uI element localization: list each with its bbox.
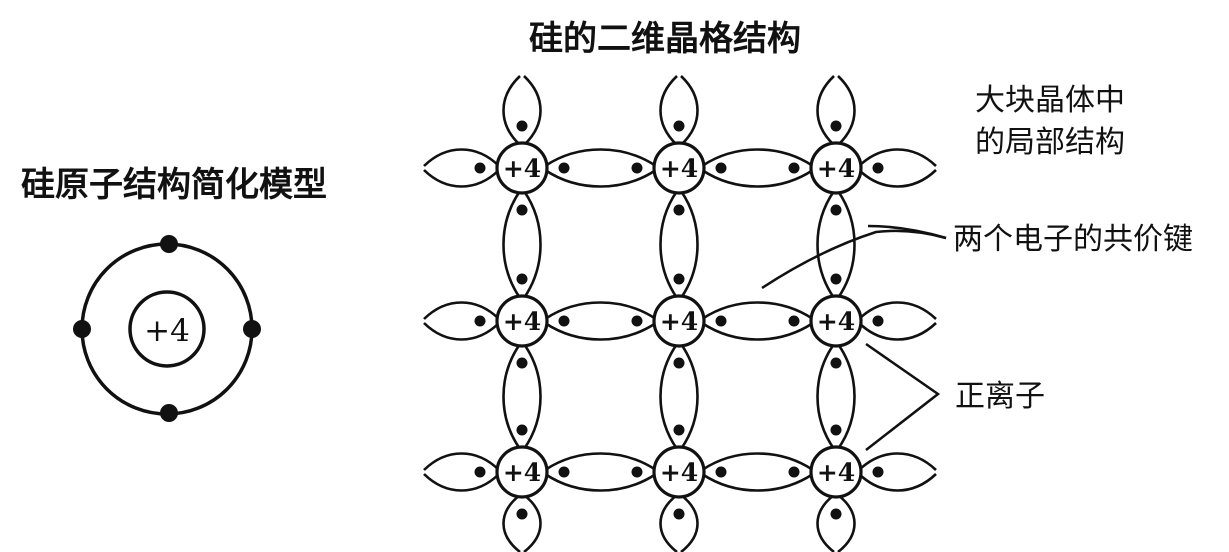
bond-electron <box>788 162 800 174</box>
valence-electron <box>160 404 178 422</box>
positive-ion-label: +4 <box>660 307 698 336</box>
covalent-bond <box>659 190 699 299</box>
bond-electron <box>788 315 800 327</box>
covalent-bond <box>701 452 814 492</box>
covalent-bond <box>858 301 937 341</box>
covalent-bond <box>544 452 657 492</box>
bond-electron <box>673 204 685 216</box>
bond-electron <box>872 162 884 174</box>
valence-electron <box>73 320 91 338</box>
positive-ion-label: +4 <box>660 154 698 183</box>
positive-ion <box>652 141 706 195</box>
bond-electron <box>830 120 842 132</box>
positive-ion-label: +4 <box>817 307 855 336</box>
bond-electron <box>516 204 528 216</box>
covalent-bond <box>816 75 856 146</box>
bond-electron <box>631 466 643 478</box>
lattice-grid: +4 +4 +4 +4 +4 +4 +4 +4 +4 <box>423 75 937 552</box>
covalent-bond <box>858 452 937 492</box>
positive-ion <box>809 294 863 348</box>
covalent-bond <box>502 190 542 299</box>
covalent-bond-label: 两个电子的共价键 <box>953 222 1193 257</box>
local-structure-label-line1: 大块晶体中 <box>975 83 1125 118</box>
bond-electron <box>631 315 643 327</box>
positive-ion-label: +4 <box>503 307 541 336</box>
positive-ion-label: +4 <box>817 458 855 487</box>
positive-ion <box>652 294 706 348</box>
bond-electron <box>830 424 842 436</box>
bond-electron <box>516 508 528 520</box>
bond-electron <box>474 162 486 174</box>
covalent-bond-pointer <box>761 229 947 290</box>
atom-nucleus-label: +4 <box>144 313 190 349</box>
bond-electron <box>516 273 528 285</box>
positive-ion-label: +4 <box>817 154 855 183</box>
bond-electron <box>872 466 884 478</box>
valence-electron <box>243 320 261 338</box>
bond-electron <box>516 357 528 369</box>
bond-electron <box>715 315 727 327</box>
bond-electron <box>673 120 685 132</box>
positive-ion <box>809 141 863 195</box>
bond-electron <box>788 466 800 478</box>
covalent-bond <box>816 343 856 450</box>
bond-electron <box>872 315 884 327</box>
covalent-bond <box>858 148 937 188</box>
lattice-title: 硅的二维晶格结构 <box>529 19 801 59</box>
positive-ion <box>495 445 549 499</box>
bond-electron <box>558 315 570 327</box>
valence-electron <box>160 235 178 253</box>
atom-model: 硅原子结构简化模型 +4 <box>21 165 327 422</box>
covalent-bond <box>423 148 500 188</box>
bond-electron <box>631 162 643 174</box>
bond-electron <box>830 273 842 285</box>
covalent-bond <box>659 343 699 450</box>
covalent-bond <box>701 148 814 188</box>
covalent-bond <box>816 493 856 552</box>
bond-electron <box>715 162 727 174</box>
covalent-bond <box>423 301 500 341</box>
bond-electron <box>830 508 842 520</box>
positive-ion-label: +4 <box>503 154 541 183</box>
covalent-bond <box>701 301 814 341</box>
bond-electron <box>516 424 528 436</box>
bond-electron <box>474 315 486 327</box>
bond-electron <box>673 273 685 285</box>
bond-electron <box>673 424 685 436</box>
positive-ion-label: 正离子 <box>955 379 1045 414</box>
positive-ion <box>652 445 706 499</box>
bond-electron <box>558 162 570 174</box>
covalent-bond <box>659 493 699 552</box>
bond-electron <box>558 466 570 478</box>
annotations: 大块晶体中 的局部结构 两个电子的共价键 正离子 <box>761 83 1193 451</box>
covalent-bond <box>816 190 856 299</box>
bond-electron <box>516 120 528 132</box>
covalent-bond <box>502 343 542 450</box>
covalent-bond <box>544 148 657 188</box>
bond-electron <box>830 357 842 369</box>
covalent-bond <box>544 301 657 341</box>
bond-electron <box>673 508 685 520</box>
positive-ion-label: +4 <box>660 458 698 487</box>
positive-ion <box>495 294 549 348</box>
atom-nucleus <box>128 290 206 368</box>
covalent-bond <box>659 75 699 146</box>
positive-ion <box>809 445 863 499</box>
atom-model-title: 硅原子结构简化模型 <box>21 165 327 205</box>
positive-ion <box>495 141 549 195</box>
covalent-bond <box>423 452 500 492</box>
local-structure-label-line2: 的局部结构 <box>975 125 1125 160</box>
positive-ion-label: +4 <box>503 458 541 487</box>
bond-electron <box>673 357 685 369</box>
positive-ion-pointer <box>865 342 941 451</box>
bond-electron <box>830 204 842 216</box>
bond-electron <box>715 466 727 478</box>
bond-electron <box>474 466 486 478</box>
covalent-bond <box>502 493 542 552</box>
covalent-bond <box>502 75 542 146</box>
